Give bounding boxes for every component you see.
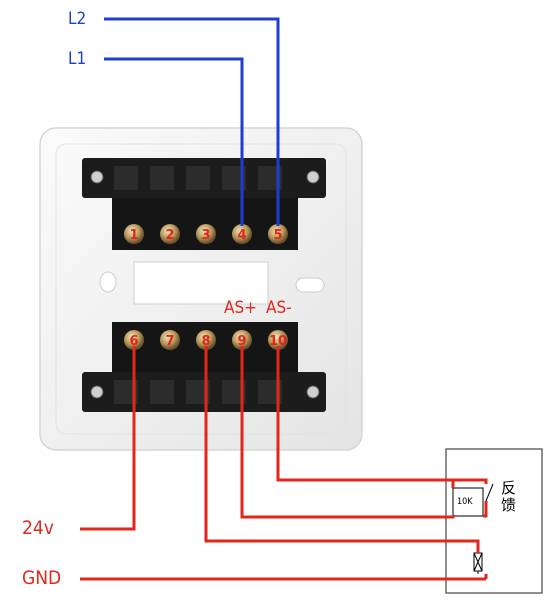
label-feedback-1: 反 [501, 479, 517, 497]
terminal-screw-7 [160, 330, 180, 350]
label-l1: L1 [68, 49, 87, 69]
terminal-screw-1 [124, 224, 144, 244]
terminal-number: 10 [269, 334, 287, 349]
wire-feedback-top [451, 478, 488, 488]
label-resistor: 10K [457, 497, 473, 507]
terminal-number: 5 [273, 228, 282, 243]
block-screw-right [306, 385, 320, 399]
red-wires [80, 346, 488, 581]
terminal-screw-10 [268, 330, 288, 350]
center-window [133, 261, 269, 305]
blue-wires [104, 17, 280, 226]
wire-as-minus [276, 346, 453, 482]
terminal-number: 1 [129, 228, 138, 243]
terminal-screw-5 [268, 224, 288, 244]
label-as-plus: AS+ [224, 298, 257, 318]
feedback-switch [485, 483, 494, 502]
wire-l2 [104, 17, 280, 226]
wire-as-plus [240, 346, 455, 519]
block-screw-right [306, 170, 320, 184]
terminal-screw-4 [232, 224, 252, 244]
label-gnd: GND [22, 567, 62, 589]
terminal-screw-8 [196, 330, 216, 350]
wire-l1 [104, 57, 244, 226]
terminal-number: 2 [165, 228, 174, 243]
terminal-number: 7 [165, 334, 174, 349]
terminal-number: 3 [201, 228, 210, 243]
top-terminal-screws [124, 224, 288, 244]
resistor-10k [452, 487, 484, 517]
terminal-screw-2 [160, 224, 180, 244]
mount-slot-right [295, 277, 325, 293]
terminal-number: 8 [201, 334, 210, 349]
terminal-screw-6 [124, 330, 144, 350]
wire-feedback-bottom [483, 501, 488, 518]
block-screw-left [90, 385, 104, 399]
label-l2: L2 [68, 9, 87, 29]
block-screw-left [90, 170, 104, 184]
label-24v: 24v [22, 517, 54, 539]
label-feedback-2: 馈 [501, 496, 517, 514]
bottom-terminal-screws [124, 330, 288, 350]
feedback-device [445, 448, 543, 594]
wire-24v [80, 346, 136, 531]
wire-terminal-8 [204, 346, 480, 553]
terminal-number: 4 [237, 228, 246, 243]
terminal-number: 9 [237, 334, 246, 349]
terminal-screw-3 [196, 224, 216, 244]
terminal-number: 6 [129, 334, 138, 349]
terminal-screw-9 [232, 330, 252, 350]
mount-hole-left [99, 271, 117, 293]
label-as-minus: AS- [266, 298, 292, 318]
